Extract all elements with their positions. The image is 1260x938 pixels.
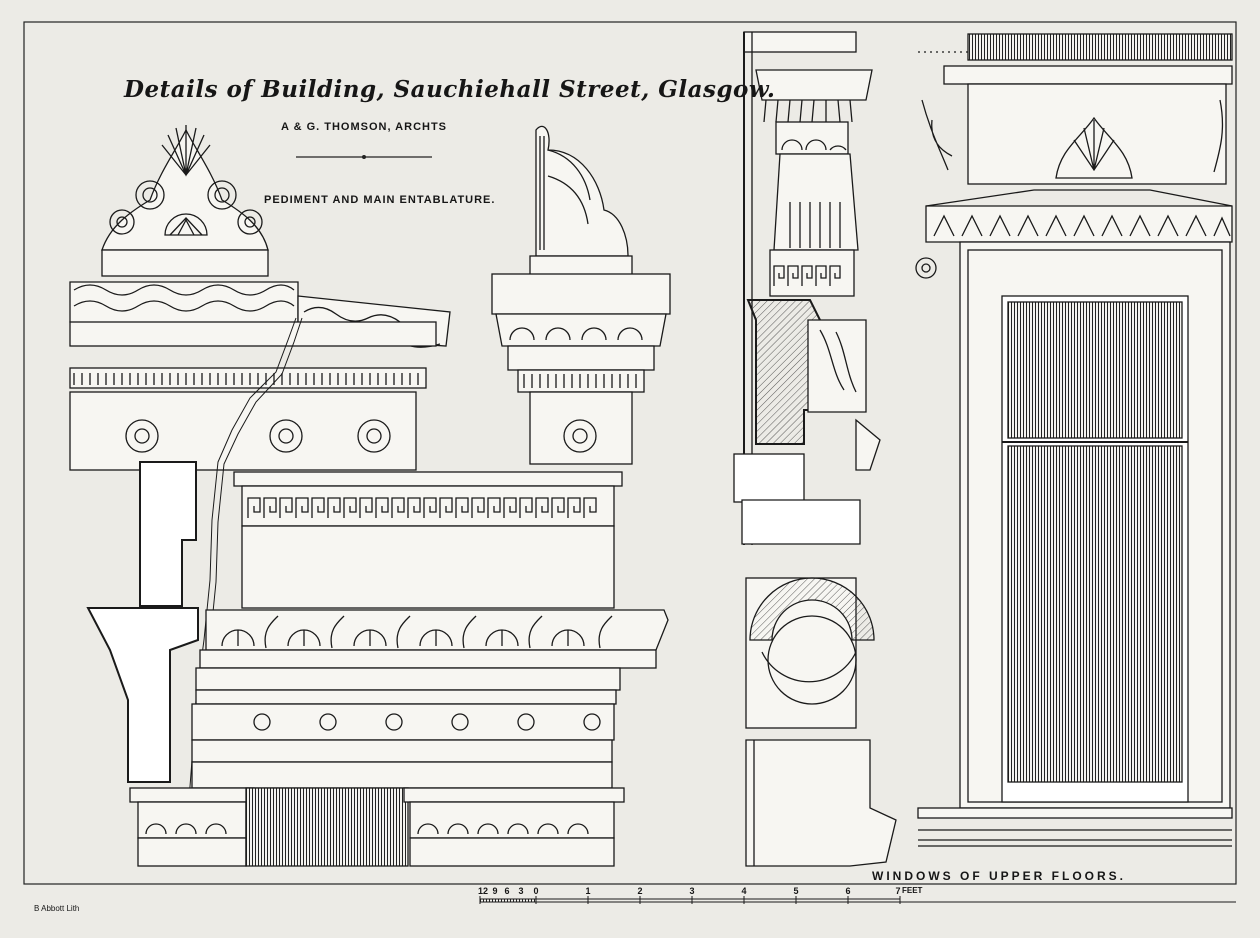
scale-label-4: 4 bbox=[741, 886, 747, 896]
sill-profile-section bbox=[745, 577, 897, 867]
scale-label-2: 2 bbox=[637, 886, 643, 896]
engraver-credit: B Abbott Lith bbox=[34, 904, 80, 913]
plate-title: Details of Building, Sauchiehall Street,… bbox=[124, 76, 776, 103]
architects-credit: A & G. THOMSON, ARCHTS bbox=[281, 121, 448, 133]
base-frieze bbox=[129, 787, 625, 867]
main-cornice bbox=[191, 609, 669, 789]
scale-unit: FEET bbox=[902, 886, 923, 895]
scale-bar bbox=[479, 896, 1236, 904]
scale-label-3ft: 3 bbox=[689, 886, 695, 896]
scale-label-7: 7 bbox=[895, 886, 901, 896]
scale-label-5: 5 bbox=[793, 886, 799, 896]
scale-label-1: 1 bbox=[585, 886, 591, 896]
main-frieze-left bbox=[69, 321, 437, 471]
scale-label-6: 6 bbox=[504, 886, 510, 896]
plate-border bbox=[23, 21, 1237, 885]
window-head bbox=[915, 33, 1233, 279]
window-frame bbox=[917, 241, 1233, 847]
scale-label-0: 0 bbox=[533, 886, 539, 896]
acroterion-section bbox=[491, 125, 671, 465]
pediment-caption: PEDIMENT AND MAIN ENTABLATURE. bbox=[264, 194, 496, 206]
section-profile-left bbox=[86, 461, 199, 783]
pilaster-column bbox=[743, 31, 873, 545]
scale-label-12: 12 bbox=[477, 886, 489, 896]
scale-label-6ft: 6 bbox=[845, 886, 851, 896]
windows-caption: WINDOWS OF UPPER FLOORS. bbox=[872, 869, 1126, 883]
scale-label-3: 3 bbox=[518, 886, 524, 896]
scale-label-9: 9 bbox=[492, 886, 498, 896]
window-sill-section bbox=[733, 299, 881, 545]
pediment-acroterion bbox=[101, 125, 269, 277]
greek-key-fascia bbox=[233, 471, 623, 609]
